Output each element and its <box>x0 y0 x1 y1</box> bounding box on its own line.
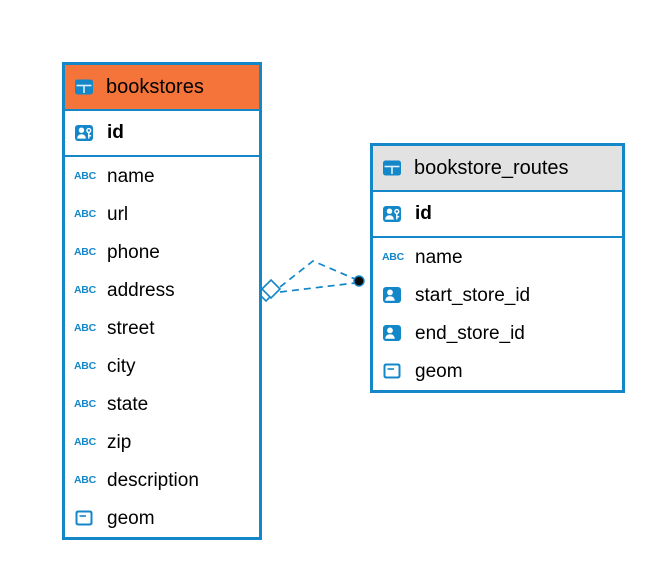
text-type-icon: ABC <box>74 207 96 220</box>
column-row[interactable]: ABC address <box>65 271 259 309</box>
column-row[interactable]: ABC zip <box>65 423 259 461</box>
text-type-icon: ABC <box>74 359 96 372</box>
text-type-icon: ABC <box>74 245 96 258</box>
table-icon <box>74 77 98 97</box>
column-row[interactable]: ABC city <box>65 347 259 385</box>
table-title: bookstore_routes <box>414 157 569 179</box>
column-row[interactable]: ABC phone <box>65 233 259 271</box>
column-name: address <box>107 279 175 301</box>
column-row[interactable]: ABC state <box>65 385 259 423</box>
geometry-type-icon <box>382 361 406 381</box>
reference-type-icon <box>382 285 406 305</box>
column-name: city <box>107 355 136 377</box>
text-type-icon: ABC <box>74 283 96 296</box>
reference-type-icon <box>382 323 406 343</box>
column-name: geom <box>107 507 155 529</box>
column-row[interactable]: ABC name <box>65 157 259 195</box>
table-header[interactable]: bookstore_routes <box>373 146 622 192</box>
table-bookstores[interactable]: bookstores id ABC name ABC <box>62 62 262 540</box>
column-name: id <box>415 203 432 224</box>
primary-key-icon <box>382 204 406 224</box>
column-name: zip <box>107 431 132 453</box>
text-type-icon: ABC <box>74 435 96 448</box>
column-name: state <box>107 393 149 415</box>
table-icon <box>382 158 406 178</box>
relationship-line <box>279 282 356 293</box>
column-row-id[interactable]: id <box>373 192 622 238</box>
text-type-icon: ABC <box>74 473 96 486</box>
relationship-line <box>279 260 356 288</box>
column-row-id[interactable]: id <box>65 111 259 157</box>
column-name: description <box>107 469 199 491</box>
primary-key-icon <box>74 123 98 143</box>
column-list: ABC name start_store_id <box>373 238 622 390</box>
column-row[interactable]: ABC description <box>65 461 259 499</box>
table-bookstore-routes[interactable]: bookstore_routes id ABC name <box>370 143 625 393</box>
column-name: name <box>107 165 155 187</box>
column-row[interactable]: start_store_id <box>373 276 622 314</box>
column-row[interactable]: ABC street <box>65 309 259 347</box>
geometry-type-icon <box>74 508 98 528</box>
column-name: url <box>107 203 129 225</box>
text-type-icon: ABC <box>74 169 96 182</box>
table-title: bookstores <box>106 76 204 98</box>
text-type-icon: ABC <box>382 250 404 263</box>
column-row[interactable]: geom <box>373 352 622 390</box>
column-name: geom <box>415 360 463 382</box>
one-end-dot-icon <box>353 275 365 287</box>
column-name: end_store_id <box>415 322 525 344</box>
text-type-icon: ABC <box>74 321 96 334</box>
column-row[interactable]: ABC url <box>65 195 259 233</box>
column-row[interactable]: ABC name <box>373 238 622 276</box>
text-type-icon: ABC <box>74 397 96 410</box>
column-name: street <box>107 317 155 339</box>
table-header[interactable]: bookstores <box>65 65 259 111</box>
column-list: ABC name ABC url ABC phone ABC address A… <box>65 157 259 537</box>
column-name: phone <box>107 241 160 263</box>
column-name: id <box>107 122 124 143</box>
many-end-diamond-icon <box>260 278 282 300</box>
column-row[interactable]: end_store_id <box>373 314 622 352</box>
column-name: name <box>415 246 463 268</box>
column-row[interactable]: geom <box>65 499 259 537</box>
column-name: start_store_id <box>415 284 531 306</box>
